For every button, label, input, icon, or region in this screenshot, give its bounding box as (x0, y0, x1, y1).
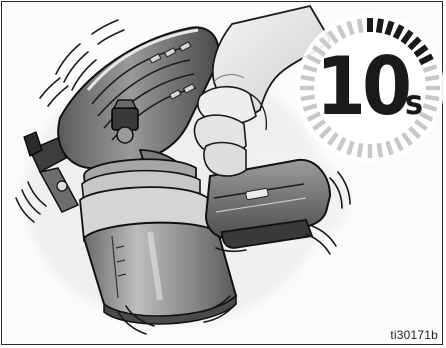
timer-tick (359, 143, 361, 157)
figure-id-label: ti30171b (390, 328, 438, 342)
timer-tick (359, 19, 361, 33)
timer-unit: s (405, 83, 423, 123)
timer-tick-active (379, 19, 381, 33)
timer-tick (425, 77, 439, 79)
timer-tick (379, 143, 381, 157)
countdown-timer: 10 s (296, 14, 444, 162)
timer-tick (301, 97, 315, 99)
timer-tick-active (387, 21, 391, 34)
timer-seconds: 10 (316, 40, 409, 133)
timer-tick (425, 97, 439, 99)
timer-tick (301, 77, 315, 79)
